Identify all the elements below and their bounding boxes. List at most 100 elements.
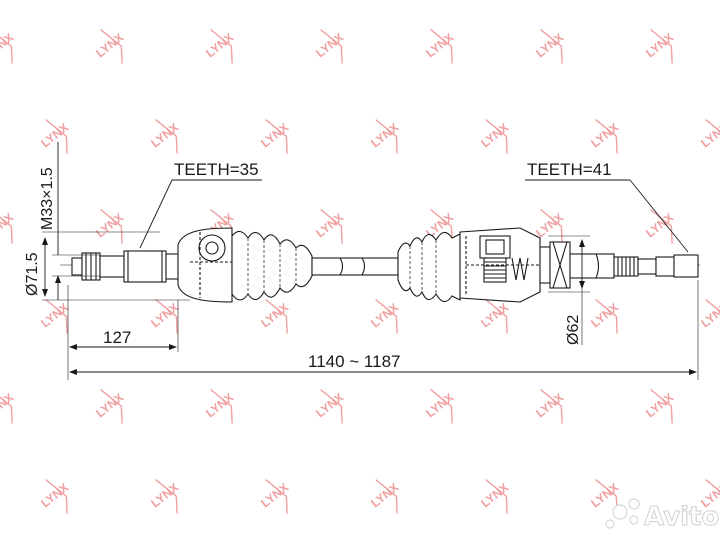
inner-tripod-joint bbox=[459, 227, 541, 303]
watermark-mark: LYNX bbox=[368, 299, 401, 334]
watermark-mark: LYNX bbox=[93, 389, 126, 424]
avito-dot-icon bbox=[605, 519, 615, 529]
watermark-x-mark bbox=[45, 299, 68, 334]
watermark-mark: LYNX bbox=[148, 299, 181, 334]
main-shaft bbox=[311, 257, 399, 276]
watermark-x-mark bbox=[595, 119, 618, 154]
watermark-mark: LYNX bbox=[478, 479, 511, 514]
watermark-x-mark bbox=[705, 299, 720, 334]
watermark-mark: LYNX bbox=[643, 389, 676, 424]
watermark-x-mark bbox=[0, 209, 13, 244]
watermark-x-mark bbox=[320, 389, 343, 424]
watermark-text: LYNX bbox=[0, 30, 16, 60]
watermark-mark: LYNX bbox=[0, 209, 16, 244]
watermark-mark: LYNX bbox=[533, 29, 566, 64]
teeth-right-leader bbox=[629, 179, 689, 253]
watermark-x-mark bbox=[155, 479, 178, 514]
watermark-mark: LYNX bbox=[38, 119, 71, 154]
avito-dot-icon bbox=[628, 498, 640, 510]
watermark-mark: LYNX bbox=[258, 119, 291, 154]
watermark-x-mark bbox=[100, 209, 123, 244]
watermark-x-mark bbox=[375, 479, 398, 514]
watermark-mark: LYNX bbox=[148, 479, 181, 514]
length-left-label: 127 bbox=[103, 328, 131, 347]
watermark-text: LYNX bbox=[698, 300, 720, 330]
watermark-x-mark bbox=[0, 389, 13, 424]
thread-label: M33×1.5 bbox=[39, 167, 56, 230]
watermark-mark: LYNX bbox=[93, 209, 126, 244]
watermark-mark: LYNX bbox=[38, 299, 71, 334]
teeth-left-label: TEETH=35 bbox=[174, 160, 259, 179]
watermark-x-mark bbox=[595, 299, 618, 334]
watermark-mark: LYNX bbox=[698, 299, 720, 334]
shaft-assembly bbox=[60, 227, 700, 303]
right-boot bbox=[397, 231, 461, 303]
avito-dot-icon bbox=[612, 504, 628, 520]
watermark-mark: LYNX bbox=[38, 479, 71, 514]
watermark-mark: LYNX bbox=[203, 389, 236, 424]
teeth-left-leader bbox=[139, 179, 173, 249]
watermark-mark: LYNX bbox=[0, 29, 16, 64]
watermark-mark: LYNX bbox=[368, 119, 401, 154]
watermark-x-mark bbox=[210, 29, 233, 64]
outer-cv-joint bbox=[177, 227, 233, 303]
watermark-text: LYNX bbox=[698, 120, 720, 150]
watermark-x-mark bbox=[650, 389, 673, 424]
teeth-right-label: TEETH=41 bbox=[527, 160, 612, 179]
watermark-text: LYNX bbox=[0, 210, 16, 240]
watermark-mark: LYNX bbox=[148, 119, 181, 154]
watermark-x-mark bbox=[265, 119, 288, 154]
length-total-label: 1140 ~ 1187 bbox=[308, 352, 401, 371]
watermark-x-mark bbox=[375, 119, 398, 154]
dimension-lines bbox=[42, 142, 699, 380]
left-boot bbox=[231, 230, 313, 301]
dia-left-label: Ø71.5 bbox=[24, 252, 41, 296]
watermark-mark: LYNX bbox=[478, 119, 511, 154]
watermark-mark: LYNX bbox=[313, 29, 346, 64]
watermark-mark: LYNX bbox=[203, 29, 236, 64]
watermark-mark: LYNX bbox=[423, 389, 456, 424]
right-stub bbox=[539, 241, 699, 289]
watermark-x-mark bbox=[650, 209, 673, 244]
watermark-x-mark bbox=[375, 299, 398, 334]
watermark-mark: LYNX bbox=[93, 29, 126, 64]
watermark-x-mark bbox=[485, 119, 508, 154]
watermark-x-mark bbox=[705, 479, 720, 514]
watermark-mark: LYNX bbox=[423, 29, 456, 64]
watermark-x-mark bbox=[430, 389, 453, 424]
watermark-mark: LYNX bbox=[643, 209, 676, 244]
watermark-x-mark bbox=[265, 299, 288, 334]
watermark-x-mark bbox=[210, 389, 233, 424]
watermark-x-mark bbox=[705, 119, 720, 154]
watermark-mark: LYNX bbox=[588, 299, 621, 334]
watermark-x-mark bbox=[0, 29, 13, 64]
watermark-x-mark bbox=[540, 389, 563, 424]
watermark-mark: LYNX bbox=[313, 389, 346, 424]
watermark-text: LYNX bbox=[0, 390, 16, 420]
avito-dot-icon bbox=[629, 515, 639, 525]
watermark-x-mark bbox=[485, 299, 508, 334]
watermark-mark: LYNX bbox=[588, 119, 621, 154]
watermark-x-mark bbox=[320, 209, 343, 244]
watermark-x-mark bbox=[540, 209, 563, 244]
watermark-x-mark bbox=[100, 29, 123, 64]
watermark-x-mark bbox=[430, 29, 453, 64]
watermark-mark: LYNX bbox=[258, 299, 291, 334]
watermark-x-mark bbox=[100, 389, 123, 424]
watermark-mark: LYNX bbox=[643, 29, 676, 64]
avito-logo: Avito bbox=[605, 498, 720, 533]
dia-right-label: Ø62 bbox=[565, 315, 582, 345]
watermark-mark: LYNX bbox=[313, 209, 346, 244]
watermark-mark: LYNX bbox=[0, 389, 16, 424]
watermark-x-mark bbox=[320, 29, 343, 64]
watermark-x-mark bbox=[540, 29, 563, 64]
watermark-mark: LYNX bbox=[368, 479, 401, 514]
watermark-mark: LYNX bbox=[698, 119, 720, 154]
watermark-x-mark bbox=[155, 119, 178, 154]
left-stub bbox=[71, 250, 179, 283]
watermark-x-mark bbox=[485, 479, 508, 514]
watermark-x-mark bbox=[45, 119, 68, 154]
avito-label: Avito bbox=[644, 502, 719, 532]
